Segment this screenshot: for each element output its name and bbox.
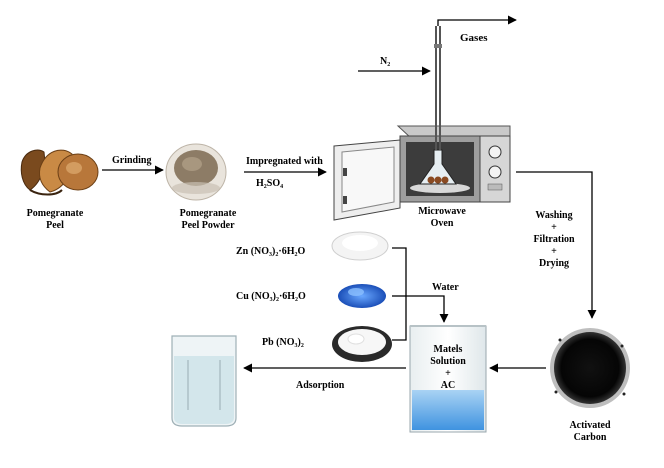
activated-carbon-label-line2: Carbon xyxy=(573,432,607,443)
adsorption-label: Adsorption xyxy=(296,380,345,391)
peel-powder-image xyxy=(165,143,227,201)
gases-label: Gases xyxy=(460,32,488,44)
n2-label: N₂ xyxy=(380,56,391,67)
beaker-contents-label: Matels Solution + AC xyxy=(420,344,476,392)
activated-carbon-image xyxy=(548,326,632,410)
peel-powder-label-line2: Peel Powder xyxy=(181,220,235,231)
impregnated-label: Impregnated with xyxy=(246,156,323,167)
zn-nitrate-image xyxy=(331,231,389,261)
pomegranate-peel-label: Pomegranate Peel xyxy=(25,208,85,232)
solution-label: Solution xyxy=(430,356,466,367)
pomegranate-peel-label-line2: Peel xyxy=(46,220,64,231)
microwave-oven-label-line2: Oven xyxy=(430,218,454,229)
metals-solution-beaker xyxy=(409,325,487,433)
plus-label-1: + xyxy=(551,222,557,233)
cu-nitrate-image xyxy=(336,278,392,312)
h2so4-label: H₂SO₄ xyxy=(256,178,284,189)
pb-nitrate-label: Pb (NO₃)₂ xyxy=(262,337,304,348)
microwave-oven-label-line1: Microwave xyxy=(418,206,466,217)
washing-label: Washing xyxy=(535,210,573,221)
drying-label: Drying xyxy=(539,258,569,269)
metals-label: Matels xyxy=(433,344,463,355)
microwave-oven-label: Microwave Oven xyxy=(412,206,472,230)
post-treatment-label: Washing + Filtration + Drying xyxy=(526,210,582,270)
pomegranate-peel-image xyxy=(20,149,99,196)
cu-nitrate-label: Cu (NO₃)₂·6H₂O xyxy=(236,291,306,302)
pomegranate-peel-label-line1: Pomegranate xyxy=(26,208,84,219)
pb-nitrate-image xyxy=(332,326,392,362)
microwave-oven-image xyxy=(333,26,511,221)
water-arrow xyxy=(406,295,449,323)
ac-label: AC xyxy=(440,380,456,391)
activated-carbon-label-line1: Activated xyxy=(569,420,611,431)
zn-nitrate-label: Zn (NO₃)₂·6H₂O xyxy=(236,246,306,257)
salt-bracket xyxy=(392,247,407,341)
post-treatment-arrow xyxy=(516,171,597,319)
treated-water-beaker xyxy=(171,335,237,427)
filtration-label: Filtration xyxy=(533,234,575,245)
plus-label-2: + xyxy=(551,246,557,257)
peel-powder-label: Pomegranate Peel Powder xyxy=(170,208,246,232)
grinding-label: Grinding xyxy=(112,155,152,166)
activated-carbon-label: Activated Carbon xyxy=(560,420,620,444)
gases-outlet-arrow xyxy=(437,15,517,26)
peel-powder-label-line1: Pomegranate xyxy=(179,208,237,219)
plus-label-3: + xyxy=(445,368,451,379)
water-label: Water xyxy=(432,282,459,293)
